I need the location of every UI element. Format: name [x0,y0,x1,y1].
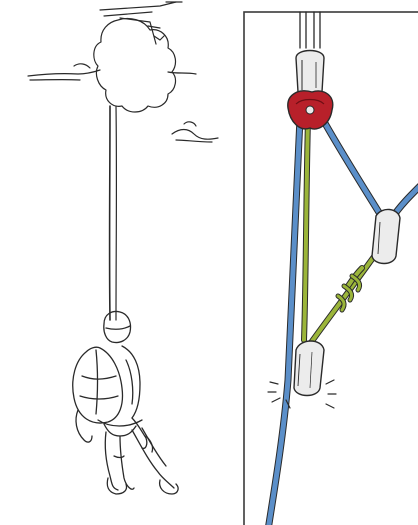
hanging-rope [110,106,117,320]
red-pulley [288,91,333,129]
right-carabiner [372,209,400,263]
suspended-climber [73,312,178,495]
left-panel [28,2,218,494]
lower-carabiner [294,341,324,396]
right-panel [244,12,418,525]
tree-branch-anchor [28,2,218,142]
panel-frame [244,12,418,525]
